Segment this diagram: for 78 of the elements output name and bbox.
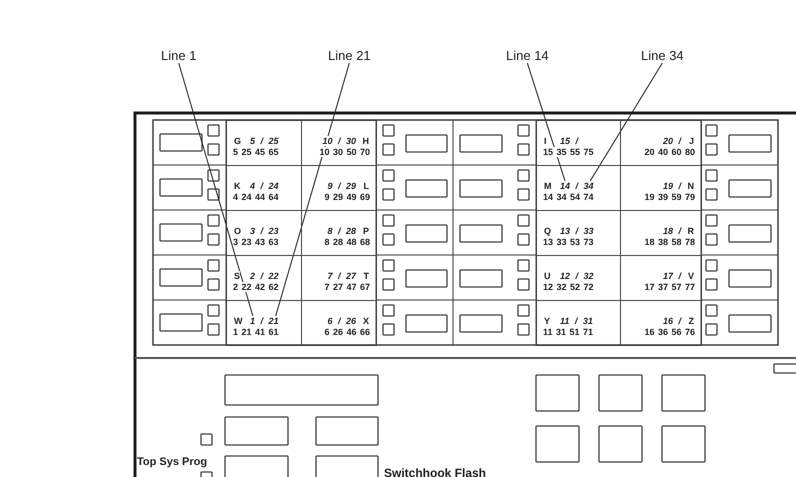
line-letter: W — [234, 316, 242, 326]
line-numbers: 3 23 43 63 — [233, 237, 279, 247]
line-label-cell — [226, 300, 302, 346]
line-number-pair: 11 / 31 — [560, 316, 593, 326]
line-letter: I — [544, 136, 547, 146]
line-numbers: 14 34 54 74 — [543, 192, 594, 202]
line-number-pair: 12 / 32 — [560, 271, 594, 281]
line-number-pair: 8 / 28 — [327, 226, 356, 236]
line-letter: Z — [688, 316, 694, 326]
leader-line — [275, 62, 350, 316]
line-number-pair: 19 / — [662, 181, 681, 191]
line-letter: L — [364, 181, 369, 191]
line-number-pair: 4 / 24 — [250, 181, 279, 191]
callout-label: Line 34 — [641, 48, 684, 63]
line-number-pair: 16 / — [662, 316, 681, 326]
line-numbers: 12 32 52 72 — [543, 282, 594, 292]
line-number-pair: 17 / — [662, 271, 681, 281]
line-letter: Y — [544, 316, 550, 326]
line-letter: R — [688, 226, 694, 236]
line-numbers: 9 29 49 69 — [324, 192, 370, 202]
line-letter: Q — [544, 226, 552, 236]
line-letter: H — [362, 136, 369, 146]
leader-line — [178, 62, 254, 316]
line-letter: O — [234, 226, 242, 236]
line-number-pair: 18 / — [662, 226, 681, 236]
line-numbers: 8 28 48 68 — [324, 237, 370, 247]
line-letter: U — [544, 271, 550, 281]
line-numbers: 13 33 53 73 — [543, 237, 594, 247]
line-number-pair: 7 / 27 — [327, 271, 356, 281]
line-numbers: 10 30 50 70 — [319, 147, 370, 157]
line-numbers: 18 38 58 78 — [644, 237, 695, 247]
line-letter: J — [688, 136, 694, 146]
line-numbers: 16 36 56 76 — [644, 327, 695, 337]
line-letter: X — [362, 316, 369, 326]
line-label-cell — [536, 300, 621, 346]
line-letter: V — [688, 271, 694, 281]
leader-line — [526, 62, 566, 182]
line-number-pair: 9 / 29 — [327, 181, 356, 191]
line-numbers: 15 35 55 75 — [543, 147, 594, 157]
line-label-cell — [301, 120, 377, 166]
line-label-cell — [226, 120, 302, 166]
line-number-pair: 15 / — [560, 136, 578, 146]
line-numbers: 20 40 60 80 — [644, 147, 695, 157]
leader-line — [590, 62, 663, 182]
line-label-cell — [301, 300, 377, 346]
callout-label: Line 1 — [161, 48, 196, 63]
line-numbers: 11 31 51 71 — [543, 327, 594, 337]
line-numbers: 5 25 45 65 — [233, 147, 279, 157]
line-letter: K — [234, 181, 240, 191]
line-numbers: 4 24 44 64 — [233, 192, 279, 202]
line-number-pair: 5 / 25 — [250, 136, 279, 146]
line-numbers: 7 27 47 67 — [324, 282, 370, 292]
line-label-cell — [620, 120, 702, 166]
line-letter: S — [234, 271, 240, 281]
line-number-pair: 1 / 21 — [250, 316, 279, 326]
line-number-pair: 14 / 34 — [560, 181, 594, 191]
line-label-cell — [620, 300, 702, 346]
line-number-pair: 20 / — [662, 136, 681, 146]
line-letter: M — [544, 181, 552, 191]
line-number-pair: 10 / 30 — [322, 136, 356, 146]
line-letter: G — [234, 136, 242, 146]
line-letter: P — [362, 226, 369, 236]
line-numbers: 6 26 46 66 — [324, 327, 370, 337]
line-numbers: 17 37 57 77 — [644, 282, 695, 292]
line-number-pair: 6 / 26 — [327, 316, 356, 326]
line-letter: T — [364, 271, 369, 281]
callout-label: Line 14 — [506, 48, 549, 63]
line-number-pair: 2 / 22 — [250, 271, 279, 281]
line-number-pair: 3 / 23 — [250, 226, 279, 236]
console-label: Switchhook Flash — [384, 467, 486, 477]
line-label-cell — [536, 120, 621, 166]
line-number-pair: 13 / 33 — [560, 226, 594, 236]
line-letter: N — [688, 181, 694, 191]
line-numbers: 2 22 42 62 — [233, 282, 279, 292]
line-numbers: 19 39 59 79 — [644, 192, 695, 202]
callout-label: Line 21 — [328, 48, 371, 63]
console-label: Top Sys Prog — [137, 456, 208, 469]
line-numbers: 1 21 41 61 — [233, 327, 279, 337]
